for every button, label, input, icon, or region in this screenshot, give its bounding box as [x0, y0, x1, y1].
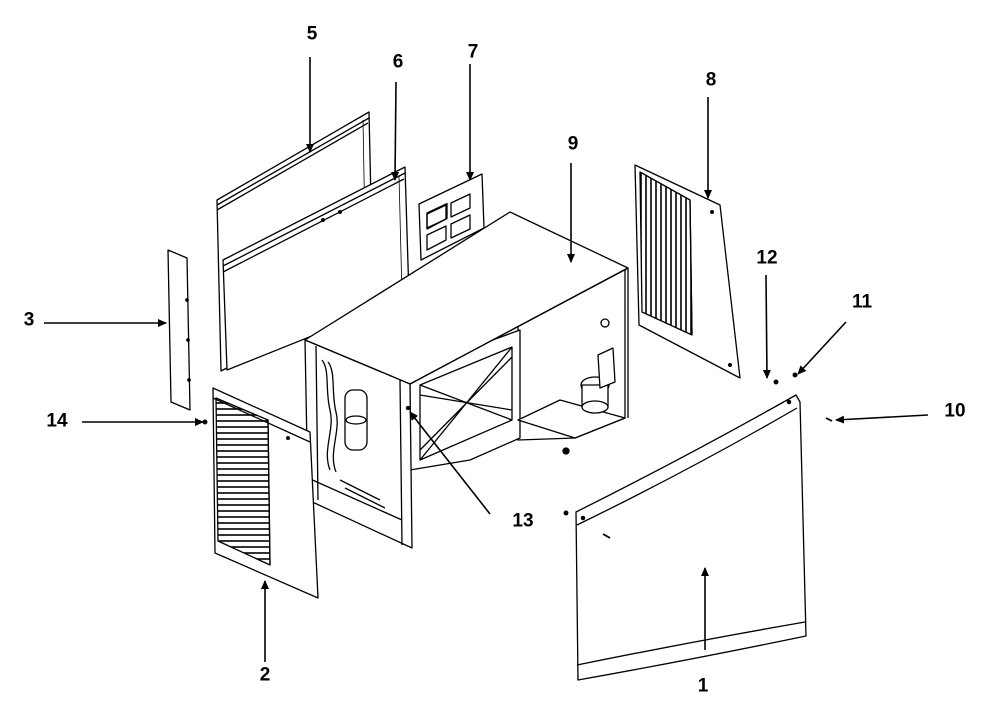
- front-panel-part-1: [575, 394, 807, 681]
- grille-panel-part-8: [634, 164, 741, 379]
- main-cabinet-part-9: [304, 211, 629, 549]
- callout-2: 2: [259, 664, 271, 686]
- leader-11: [797, 321, 847, 375]
- callout-14: 14: [46, 410, 68, 432]
- callout-11: 11: [851, 291, 873, 313]
- callout-12: 12: [756, 247, 778, 269]
- hardware-screws: [202, 372, 833, 539]
- callout-3: 3: [23, 309, 35, 331]
- callout-9: 9: [567, 133, 579, 155]
- panel-part-6: [222, 166, 410, 371]
- leader-10: [835, 414, 929, 424]
- leader-12: [762, 274, 771, 379]
- callout-13: 13: [512, 510, 534, 532]
- callout-10: 10: [944, 400, 966, 422]
- callout-1: 1: [697, 675, 709, 697]
- leader-6: [391, 81, 400, 181]
- panel-part-7: [418, 173, 485, 261]
- callout-7: 7: [467, 41, 479, 63]
- leader-arrows: [44, 57, 929, 662]
- callout-6: 6: [392, 51, 404, 73]
- callout-8: 8: [705, 69, 717, 91]
- callout-5: 5: [306, 23, 318, 45]
- leader-13: [409, 411, 491, 515]
- grille-panel-part-2: [212, 387, 319, 599]
- panel-part-3: [167, 249, 191, 411]
